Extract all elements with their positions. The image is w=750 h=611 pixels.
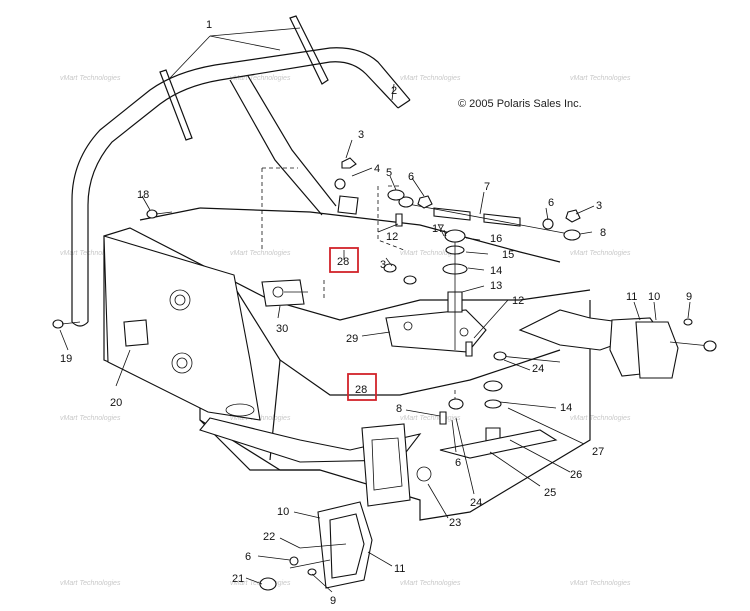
callout-label: 3 <box>596 200 602 212</box>
leader-dashes <box>261 167 456 400</box>
watermark: vMart Technologies <box>400 580 461 587</box>
callout-label: 28 <box>355 384 367 396</box>
watermark: vMart Technologies <box>230 75 291 82</box>
callout-label: 24 <box>470 497 482 509</box>
callout-label: 1 <box>206 19 212 31</box>
callout-label: 22 <box>263 531 275 543</box>
hardware-group <box>52 157 693 576</box>
spindle-assembly <box>259 423 432 591</box>
callout-label: 24 <box>532 363 544 375</box>
callout-label: 14 <box>560 402 572 414</box>
callout-label: 10 <box>277 506 289 518</box>
callout-label: 19 <box>60 353 72 365</box>
steering-arm <box>493 309 717 379</box>
callout-label: 6 <box>245 551 251 563</box>
tie-rod <box>337 195 581 241</box>
callout-label: 28 <box>337 256 349 268</box>
callout-label: 11 <box>394 563 405 575</box>
callout-label: 15 <box>502 249 514 261</box>
callout-label: 9 <box>330 595 336 607</box>
watermark: vMart Technologies <box>60 415 121 422</box>
watermark: vMart Technologies <box>400 415 461 422</box>
callout-label: 21 <box>232 573 244 585</box>
callout-label: 26 <box>570 469 582 481</box>
watermark: vMart Technologies <box>60 75 121 82</box>
callout-label: 6 <box>548 197 554 209</box>
watermark: vMart Technologies <box>230 415 291 422</box>
bumper-tube <box>71 47 411 327</box>
pivot-bracket <box>385 230 487 353</box>
highlight-box-28-upper <box>329 247 359 273</box>
callout-label: 11 <box>626 291 637 303</box>
callout-label: 25 <box>544 487 556 499</box>
callout-label: 12 <box>512 295 524 307</box>
callout-label: 7 <box>484 181 490 193</box>
callout-label: 30 <box>276 323 288 335</box>
callout-label: 12 <box>386 231 398 243</box>
callout-label: 27 <box>592 446 604 458</box>
callout-labels: 1 2 3 4 5 6 7 6 3 8 12 17 16 15 14 13 3 … <box>60 19 692 607</box>
callout-label: 5 <box>386 167 392 179</box>
callout-label: 29 <box>346 333 358 345</box>
leader-lines <box>59 83 691 593</box>
callout-label: 23 <box>449 517 461 529</box>
watermark: vMart Technologies <box>570 250 631 257</box>
callout-label: 18 <box>137 189 149 201</box>
callout-label: 16 <box>490 233 502 245</box>
callout-label: 9 <box>686 291 692 303</box>
callout-label: 20 <box>110 397 122 409</box>
callout-label: 3 <box>380 259 386 271</box>
watermark: vMart Technologies <box>570 580 631 587</box>
watermark: vMart Technologies <box>400 75 461 82</box>
callout-label: 14 <box>490 265 502 277</box>
callout-label: 8 <box>396 403 402 415</box>
watermark: vMart Technologies <box>400 250 461 257</box>
bracket-part <box>261 279 308 307</box>
callout-label: 2 <box>391 85 397 97</box>
callout-label: 17 <box>432 223 444 235</box>
highlight-box-28-lower <box>347 373 377 401</box>
spring-stack <box>439 380 558 459</box>
watermark: vMart Technologies <box>60 580 121 587</box>
watermark: vMart Technologies <box>230 250 291 257</box>
callout-label: 3 <box>358 129 364 141</box>
watermark: vMart Technologies <box>60 250 121 257</box>
callout-label: 8 <box>600 227 606 239</box>
watermark: vMart Technologies <box>570 415 631 422</box>
callout-label: 6 <box>455 457 461 469</box>
callout-label: 6 <box>408 171 414 183</box>
copyright-notice: © 2005 Polaris Sales Inc. <box>458 98 582 110</box>
callout-label: 13 <box>490 280 502 292</box>
watermark: vMart Technologies <box>570 75 631 82</box>
callout-label: 4 <box>374 163 380 175</box>
strap-parts <box>159 15 329 141</box>
callout-label: 10 <box>648 291 660 303</box>
